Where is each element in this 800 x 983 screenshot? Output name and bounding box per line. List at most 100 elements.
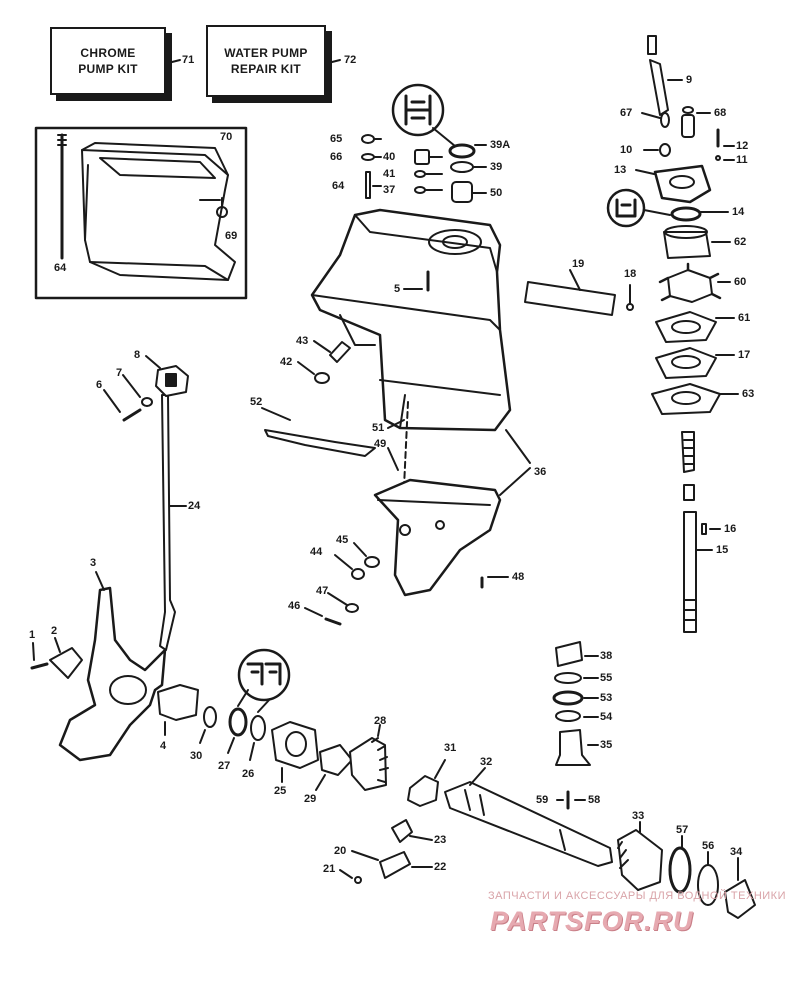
callout-19: 19 [572,258,585,270]
screw-5 [403,270,430,292]
callout-6: 6 [96,379,103,391]
seal-26 [249,715,266,761]
callout-49: 49 [374,438,387,450]
callout-10: 10 [620,144,633,156]
bearing-29 [315,744,353,791]
callout-21: 21 [323,863,336,875]
bearing-housing-25 [271,721,319,783]
seal-detail-circle-top [391,83,456,147]
propeller-3 [58,571,167,762]
callout-34: 34 [730,846,743,858]
callout-24: 24 [188,500,201,512]
callout-64-inset: 64 [54,262,67,274]
leader-71 [167,59,181,64]
impeller-housing-62 [663,225,731,259]
clutch-dog-31 [407,759,446,807]
callout-30: 30 [190,750,203,762]
chrome-pump-kit-line2: PUMP KIT [78,62,138,76]
washer-55 [554,672,599,684]
screw-48 [480,576,509,589]
callout-50: 50 [490,187,503,199]
connector-8 [145,355,189,397]
callout-52: 52 [250,396,263,408]
gasket-63 [651,383,739,415]
pin-43 [313,340,351,363]
callout-58: 58 [588,794,601,806]
washer-7 [122,374,153,407]
callout-25: 25 [274,785,287,797]
washer-11 [715,155,735,161]
plug-42 [297,361,330,384]
shift-rod-24 [159,394,187,651]
thrust-bearing-53 [552,690,599,706]
callout-59: 59 [536,794,549,806]
callout-43: 43 [296,335,309,347]
callout-16: 16 [724,523,737,535]
pin-1 [30,642,49,670]
seal-detail-circle-bearing [237,648,291,713]
watermark-logo: PARTSFOR.RU [490,906,694,936]
callout-46: 46 [288,600,301,612]
callout-45: 45 [336,534,349,546]
pin-21 [339,869,362,884]
grommet-67 [641,112,670,128]
callout-41: 41 [383,168,396,180]
callout-11: 11 [736,154,748,166]
seal-detail-circle-pump [606,188,671,228]
water-pump-kit-line1: WATER PUMP [224,46,308,60]
callout-2: 2 [51,625,58,637]
thrust-washer-57 [668,835,692,894]
washer-66 [361,153,375,161]
callout-33: 33 [632,810,645,822]
callout-61: 61 [738,312,751,324]
callout-53: 53 [600,692,613,704]
nut-65 [361,134,375,144]
seal-14 [670,206,729,222]
callout-63: 63 [742,388,755,400]
callout-42: 42 [280,356,293,368]
callout-67: 67 [620,107,633,119]
stud-64 [365,171,371,199]
chrome-pump-kit-line1: CHROME [80,46,136,60]
gasket-61 [655,311,735,343]
washer-47 [327,592,359,613]
callout-8: 8 [134,349,141,361]
callout-36: 36 [534,466,547,478]
shift-cradle-23 [391,819,433,843]
o-ring-30 [199,706,217,744]
callout-35: 35 [600,739,613,751]
callout-40: 40 [383,151,396,163]
water-pump-kit-line2: REPAIR KIT [230,62,302,76]
callout-15: 15 [716,544,729,556]
callout-51: 51 [372,422,385,434]
callout-48: 48 [512,571,525,583]
water-tube-9 [647,35,683,116]
callout-23: 23 [434,834,447,846]
lower-gearcase-36 [373,429,531,597]
gearcase-housing-36 [310,208,512,432]
callout-29: 29 [304,793,317,805]
pump-housing-13 [635,164,712,204]
grommet-10 [643,143,671,157]
shift-cradle-22 [379,851,433,879]
callout-7: 7 [116,367,123,379]
callout-20: 20 [334,845,347,857]
seal-39a [448,143,476,159]
callout-4: 4 [160,740,167,752]
watermark-subtitle: ЗАПЧАСТИ И АКСЕССУАРЫ ДЛЯ ВОДНОЙ ТЕХНИКИ [488,890,786,902]
callout-66: 66 [330,151,343,163]
callout-13: 13 [614,164,627,176]
water-pump-repair-kit-box: WATER PUMP REPAIR KIT [206,25,326,97]
callout-65: 65 [330,133,343,145]
gear-33 [617,821,663,891]
callout-1: 1 [29,629,36,641]
callout-28: 28 [374,715,387,727]
callout-39: 39 [490,161,503,173]
callout-37: 37 [383,184,396,196]
o-ring-52 [261,407,376,457]
callout-47: 47 [316,585,329,597]
washer-54 [555,710,599,722]
seal-39 [450,161,474,173]
callout-56: 56 [702,840,715,852]
